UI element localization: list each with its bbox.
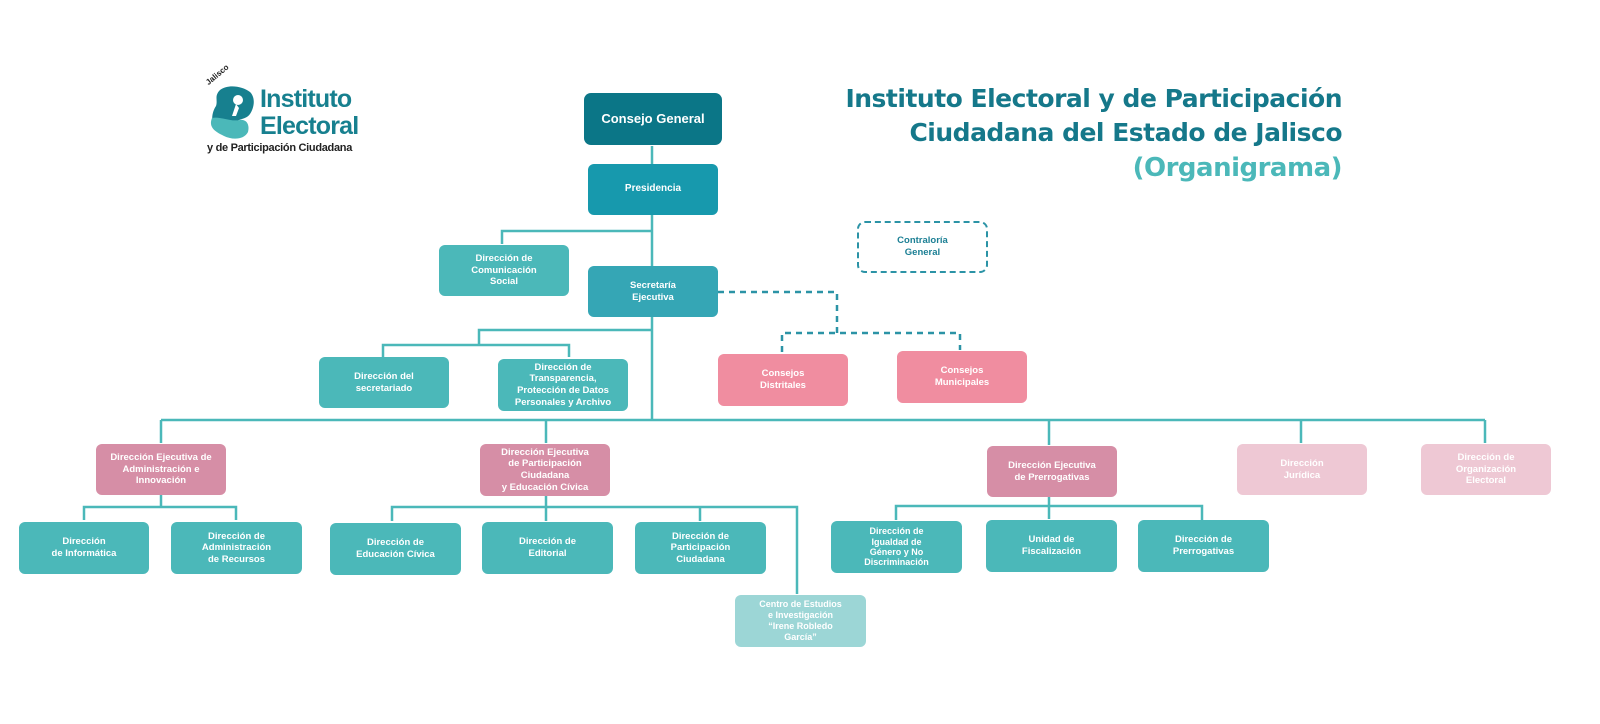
- node-dir-educacion-civica[interactable]: Dirección de Educación Cívica: [330, 523, 461, 575]
- node-consejos-municipales[interactable]: Consejos Municipales: [897, 351, 1027, 403]
- node-dej-administracion[interactable]: Dirección Ejecutiva de Administración e …: [96, 444, 226, 495]
- jalisco-map-icon: [210, 86, 254, 139]
- node-dej-participacion[interactable]: Dirección Ejecutiva de Participación Ciu…: [480, 444, 610, 496]
- connector-main-bar: [159, 418, 1487, 445]
- node-dir-transparencia[interactable]: Dirección de Transparencia, Protección d…: [498, 359, 628, 411]
- node-dir-secretariado[interactable]: Dirección del secretariado: [319, 357, 449, 408]
- node-dir-juridica[interactable]: Dirección Jurídica: [1237, 444, 1367, 495]
- node-consejo-general[interactable]: Consejo General: [584, 93, 722, 145]
- node-comunicacion-social[interactable]: Dirección de Comunicación Social: [439, 245, 569, 296]
- node-contraloria-general[interactable]: Contraloría General: [857, 221, 988, 273]
- page-title-line1: Instituto Electoral y de Participación: [845, 84, 1342, 113]
- node-dir-igualdad[interactable]: Dirección de Igualdad de Género y No Dis…: [831, 521, 962, 573]
- node-consejos-distritales[interactable]: Consejos Distritales: [718, 354, 848, 406]
- node-dir-organizacion[interactable]: Dirección de Organización Electoral: [1421, 444, 1551, 495]
- connector-sec-branch: [381, 328, 652, 357]
- logo-text: Instituto Electoral: [260, 85, 359, 140]
- page-subtitle: (Organigrama): [1132, 153, 1343, 183]
- connector-admin-children: [82, 494, 238, 520]
- logo: Instituto Electoral y de Participación C…: [204, 63, 366, 160]
- node-dir-prerrogativas[interactable]: Dirección de Prerrogativas: [1138, 520, 1269, 572]
- node-dir-recursos[interactable]: Dirección de Administración de Recursos: [171, 522, 302, 574]
- connector-comunicacion: [500, 229, 652, 244]
- node-secretaria-ejecutiva[interactable]: Secretaría Ejecutiva: [588, 266, 718, 317]
- node-presidencia[interactable]: Presidencia: [588, 164, 718, 215]
- node-unidad-fiscalizacion[interactable]: Unidad de Fiscalización: [986, 520, 1117, 572]
- connector-prerrogativas-children: [894, 496, 1204, 520]
- node-dej-prerrogativas[interactable]: Dirección Ejecutiva de Prerrogativas: [987, 446, 1117, 497]
- node-dir-informatica[interactable]: Dirección de Informática: [19, 522, 149, 574]
- connector-consejos-dashed: [718, 290, 962, 352]
- logo-subtext: y de Participación Ciudadana: [207, 142, 353, 154]
- node-dir-participacion-ciudadana[interactable]: Dirección de Participación Ciudadana: [635, 522, 766, 574]
- node-centro-estudios[interactable]: Centro de Estudios e Investigación “Iren…: [735, 595, 866, 647]
- node-dir-editorial[interactable]: Dirección de Editorial: [482, 522, 613, 574]
- page-title-line2: Ciudadana del Estado de Jalisco: [909, 118, 1342, 147]
- connector-participacion-children: [390, 494, 799, 594]
